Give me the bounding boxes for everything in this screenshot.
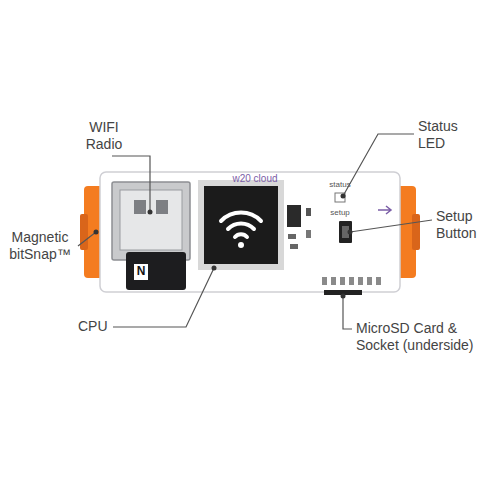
board-print: w20 cloud: [210, 173, 300, 185]
usb-port-inner: [120, 190, 182, 250]
callout-label: Status LED: [418, 118, 484, 152]
bitsnap-right-tab: [412, 214, 420, 250]
callout-label: WIFI Radio: [76, 119, 132, 153]
callout-label: CPU: [78, 318, 112, 335]
cpu-chip: [204, 186, 278, 264]
circuit-board: [100, 172, 400, 292]
usb-contact: [156, 200, 168, 214]
status-led: [335, 193, 345, 202]
leader-lines: [78, 134, 432, 329]
component: [306, 230, 311, 238]
leader-dots: [94, 194, 353, 299]
bitsnap-left-tab: [80, 214, 88, 250]
wifi-dot: [238, 242, 244, 248]
wifi-dongle: [126, 252, 186, 290]
callout-label: Setup Button: [436, 208, 496, 242]
cpu-pins: [198, 180, 284, 270]
board-print: setup: [322, 208, 358, 218]
usb-contact: [134, 200, 146, 214]
small-chip: [287, 205, 301, 227]
component: [290, 244, 298, 249]
component: [288, 234, 296, 239]
dongle-logo: [134, 264, 148, 280]
callout-label: MicroSD Card & Socket (underside): [356, 320, 496, 354]
setup-button: [339, 221, 352, 243]
dongle-logo-text: N: [134, 264, 148, 278]
sd-pins: [322, 277, 381, 285]
direction-arrow: [378, 206, 391, 214]
component: [306, 208, 311, 216]
board-print: status: [322, 180, 358, 190]
callout-label: Magnetic bitSnap™: [3, 229, 77, 263]
usb-port: [112, 182, 190, 260]
wifi-icon: [221, 213, 261, 237]
